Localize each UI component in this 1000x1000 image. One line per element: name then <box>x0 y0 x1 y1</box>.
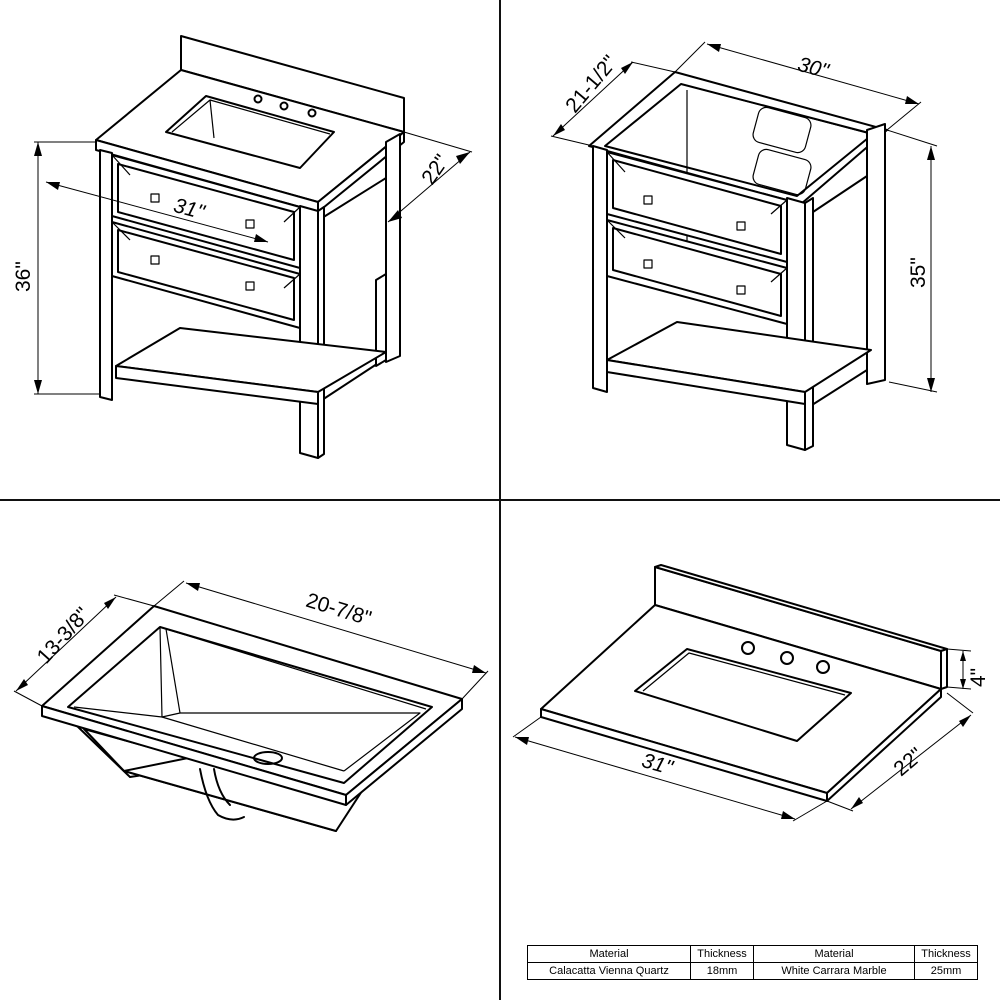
cabinet-drawing: 21-1/2" 30" 35" <box>550 41 938 451</box>
sink-drawing: 13-3/8" 20-7/8" <box>13 580 489 832</box>
cabinet-height-dimension: 35" <box>907 257 930 288</box>
backsplash-height-dimension: 4" <box>967 668 990 687</box>
countertop-view: 4" 31" 22" <box>501 501 1000 1000</box>
cabinet-view: 21-1/2" 30" 35" <box>501 0 1000 499</box>
header-material-1: Material <box>527 945 691 963</box>
sink-view: 13-3/8" 20-7/8" <box>0 501 499 1000</box>
top-depth-dimension: 22" <box>889 743 927 780</box>
vanity-height-dimension: 36" <box>12 261 35 292</box>
thickness-marble: 25mm <box>914 962 978 980</box>
header-material-2: Material <box>753 945 915 963</box>
header-thickness-1: Thickness <box>690 945 754 963</box>
material-marble: White Carrara Marble <box>753 962 915 980</box>
vanity-depth-dimension: 22" <box>417 150 454 188</box>
table-row: Calacatta Vienna Quartz 18mm White Carra… <box>527 962 978 980</box>
countertop-drawing: 4" 31" 22" <box>512 564 990 822</box>
thickness-quartz: 18mm <box>690 962 754 980</box>
sink-depth-dimension: 13-3/8" <box>33 603 95 668</box>
sink-width-dimension: 20-7/8" <box>303 589 374 631</box>
header-thickness-2: Thickness <box>914 945 978 963</box>
horizontal-divider <box>0 499 1000 501</box>
material-quartz: Calacatta Vienna Quartz <box>527 962 691 980</box>
cabinet-depth-dimension: 21-1/2" <box>561 51 622 117</box>
table-header-row: Material Thickness Material Thickness <box>527 945 978 963</box>
materials-table: Material Thickness Material Thickness Ca… <box>527 945 978 980</box>
vanity-assembly-view: 36" 31" 22" <box>0 0 499 499</box>
cabinet-width-dimension: 30" <box>795 53 832 84</box>
vanity-assembly-drawing: 36" 31" 22" <box>12 35 473 459</box>
